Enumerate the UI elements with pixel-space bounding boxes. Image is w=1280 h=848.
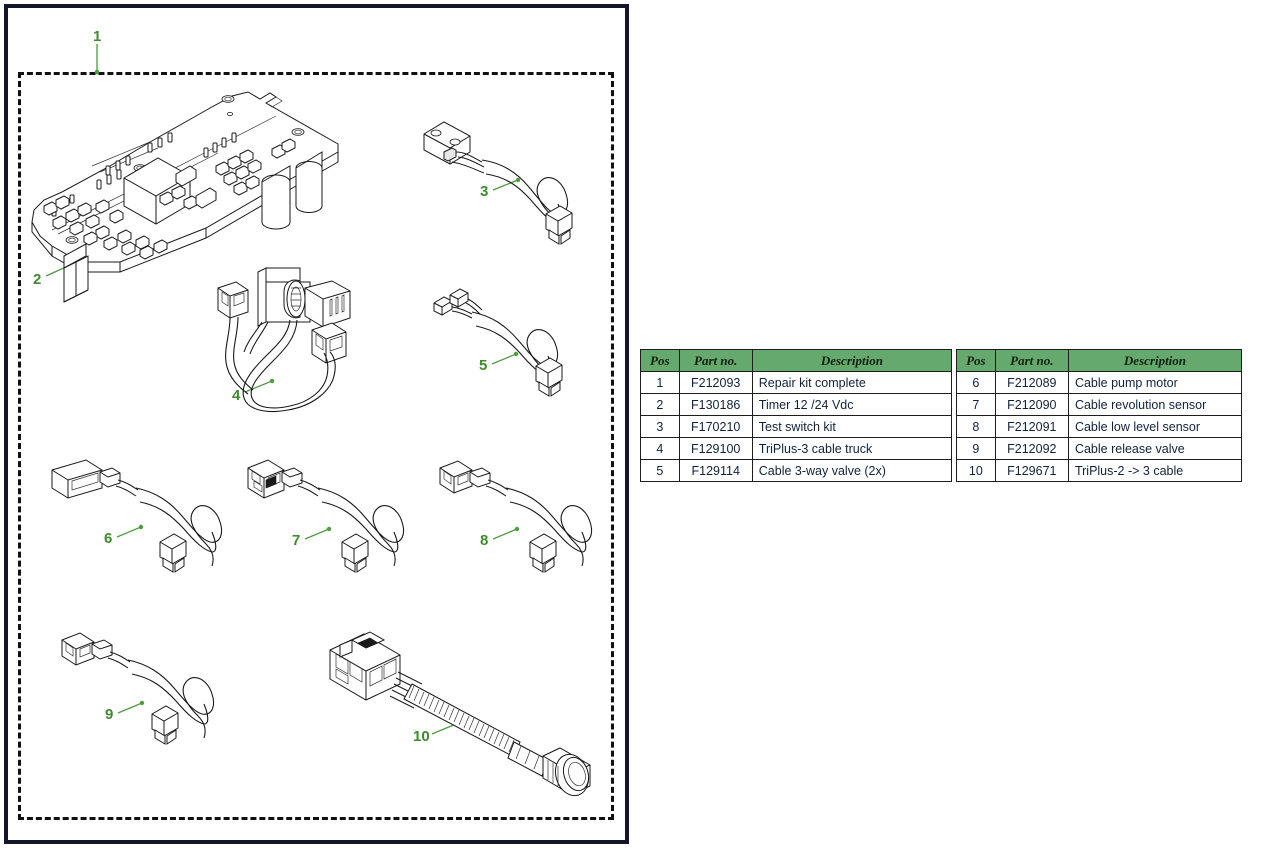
part-cable-low-level-sensor xyxy=(439,460,593,573)
table-row: 5 F129114 Cable 3-way valve (2x) xyxy=(640,459,953,482)
cell-part: F129114 xyxy=(678,459,753,482)
cell-pos: 8 xyxy=(956,415,996,438)
column-header-part: Part no. xyxy=(678,349,753,372)
kit-boundary-dashed-box xyxy=(18,72,614,820)
cell-desc: Cable 3-way valve (2x) xyxy=(751,459,953,482)
cell-desc: TriPlus-3 cable truck xyxy=(751,437,953,460)
cell-pos: 5 xyxy=(640,459,680,482)
leader-lines xyxy=(45,44,521,735)
cell-desc: Cable revolution sensor xyxy=(1067,393,1243,416)
cell-part: F212093 xyxy=(678,371,753,394)
table-row: 3 F170210 Test switch kit xyxy=(640,415,953,438)
cell-desc: Cable low level sensor xyxy=(1067,415,1243,438)
cell-part: F212090 xyxy=(994,393,1069,416)
cell-part: F129671 xyxy=(994,459,1069,482)
cell-part: F212092 xyxy=(994,437,1069,460)
column-header-pos: Pos xyxy=(956,349,996,372)
callout-3: 3 xyxy=(480,183,489,200)
cell-pos: 6 xyxy=(956,371,996,394)
callout-1: 1 xyxy=(93,28,102,45)
column-header-desc: Description xyxy=(751,349,953,372)
callout-2: 2 xyxy=(33,271,42,288)
part-triplus3-cable-truck xyxy=(217,267,351,413)
part-test-switch-cable xyxy=(423,121,573,245)
table-row: 9 F212092 Cable release valve xyxy=(956,437,1243,460)
parts-table-left: Pos Part no. Description 1 F212093 Repai… xyxy=(640,349,953,482)
table-row: 2 F130186 Timer 12 /24 Vdc xyxy=(640,393,953,416)
cell-part: F212091 xyxy=(994,415,1069,438)
technical-line-drawing xyxy=(31,44,593,797)
callout-8: 8 xyxy=(480,532,489,549)
table-row: 4 F129100 TriPlus-3 cable truck xyxy=(640,437,953,460)
cell-pos: 4 xyxy=(640,437,680,460)
cell-pos: 9 xyxy=(956,437,996,460)
cell-pos: 10 xyxy=(956,459,996,482)
cell-part: F129100 xyxy=(678,437,753,460)
part-cable-3way-valve xyxy=(433,288,563,397)
column-header-pos: Pos xyxy=(640,349,680,372)
cell-pos: 7 xyxy=(956,393,996,416)
column-header-desc: Description xyxy=(1067,349,1243,372)
table-row: 1 F212093 Repair kit complete xyxy=(640,371,953,394)
cell-pos: 3 xyxy=(640,415,680,438)
part-cable-pump-motor xyxy=(51,459,223,573)
callout-10: 10 xyxy=(413,728,430,745)
cell-desc: Test switch kit xyxy=(751,415,953,438)
callout-9: 9 xyxy=(105,706,114,723)
cell-desc: Repair kit complete xyxy=(751,371,953,394)
table-header-row: Pos Part no. Description xyxy=(956,349,1243,372)
part-cable-revolution-sensor xyxy=(247,459,405,573)
parts-table-right: Pos Part no. Description 6 F212089 Cable… xyxy=(956,349,1243,482)
callout-7: 7 xyxy=(292,532,301,549)
table-row: 10 F129671 TriPlus-2 -> 3 cable xyxy=(956,459,1243,482)
callout-4: 4 xyxy=(232,387,241,404)
cell-part: F130186 xyxy=(678,393,753,416)
part-triplus2to3-cable xyxy=(329,631,591,797)
table-row: 8 F212091 Cable low level sensor xyxy=(956,415,1243,438)
table-header-row: Pos Part no. Description xyxy=(640,349,953,372)
cell-desc: Timer 12 /24 Vdc xyxy=(751,393,953,416)
cell-desc: Cable pump motor xyxy=(1067,371,1243,394)
cell-pos: 1 xyxy=(640,371,680,394)
table-row: 7 F212090 Cable revolution sensor xyxy=(956,393,1243,416)
column-header-part: Part no. xyxy=(994,349,1069,372)
cell-pos: 2 xyxy=(640,393,680,416)
cell-desc: TriPlus-2 -> 3 cable xyxy=(1067,459,1243,482)
cell-desc: Cable release valve xyxy=(1067,437,1243,460)
table-row: 6 F212089 Cable pump motor xyxy=(956,371,1243,394)
part-timer-pcb xyxy=(31,91,339,303)
callout-5: 5 xyxy=(479,357,488,374)
cell-part: F170210 xyxy=(678,415,753,438)
callout-6: 6 xyxy=(104,530,113,547)
cell-part: F212089 xyxy=(994,371,1069,394)
part-cable-release-valve xyxy=(61,632,215,745)
